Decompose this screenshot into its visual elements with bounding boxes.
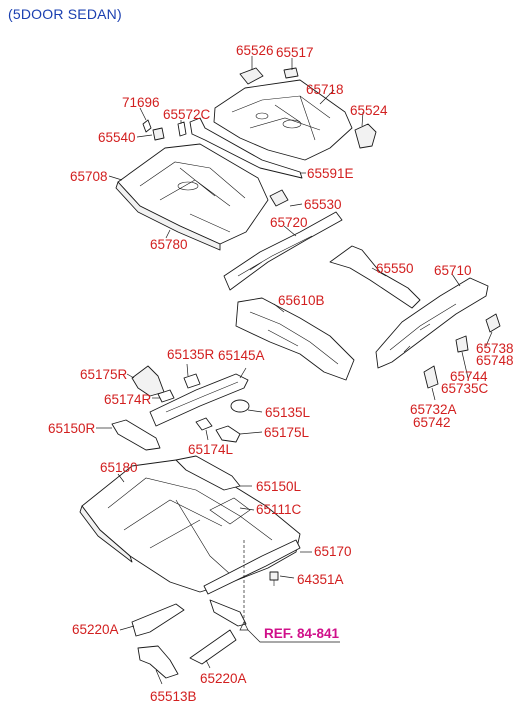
label-65742: 65742	[413, 415, 451, 430]
label-65220A-left: 65220A	[72, 622, 119, 637]
label-65145A: 65145A	[218, 348, 265, 363]
label-65738: 65738	[476, 341, 514, 356]
bolt-64351A	[269, 571, 279, 586]
label-65150L: 65150L	[256, 479, 302, 494]
label-65111C: 65111C	[256, 502, 302, 517]
label-65524: 65524	[350, 103, 388, 118]
label-65748: 65748	[476, 353, 514, 368]
label-65710: 65710	[434, 263, 472, 278]
label-65175R: 65175R	[80, 367, 128, 382]
label-65174L: 65174L	[188, 442, 234, 457]
label-65732A: 65732A	[410, 402, 457, 417]
label-65135R: 65135R	[167, 347, 215, 362]
label-65735C: 65735C	[441, 381, 489, 396]
diagram-title: (5DOOR SEDAN)	[8, 6, 122, 22]
label-65526: 65526	[236, 43, 274, 58]
label-65135L: 65135L	[265, 405, 311, 420]
label-65610B: 65610B	[278, 293, 325, 308]
label-65175L: 65175L	[264, 425, 310, 440]
label-65720: 65720	[270, 215, 308, 230]
seat-cross-member	[111, 365, 250, 451]
label-65572C: 65572C	[163, 107, 211, 122]
front-side-member	[329, 245, 501, 389]
label-65517: 65517	[276, 45, 314, 60]
label-65174R: 65174R	[104, 392, 152, 407]
center-floor-panel	[115, 143, 289, 251]
label-65540: 65540	[98, 130, 136, 145]
label-65591E: 65591E	[307, 166, 354, 181]
label-65513B: 65513B	[150, 689, 197, 704]
label-65718: 65718	[306, 82, 344, 97]
label-71696: 71696	[122, 95, 160, 110]
reference-link[interactable]: REF. 84-841	[264, 626, 340, 641]
cross-member-65610B	[235, 297, 355, 381]
label-65744: 65744	[450, 369, 488, 384]
label-65180: 65180	[100, 460, 138, 475]
label-65220A-bottom: 65220A	[200, 671, 247, 686]
label-64351A: 64351A	[297, 572, 344, 587]
label-65708: 65708	[70, 169, 108, 184]
label-65150R: 65150R	[48, 421, 96, 436]
label-65530: 65530	[304, 197, 342, 212]
label-65550: 65550	[376, 261, 414, 276]
rear-small-parts	[142, 117, 303, 179]
front-floor-panel	[79, 455, 301, 595]
label-65780: 65780	[150, 237, 188, 252]
label-65170: 65170	[314, 544, 352, 559]
side-member-65720	[223, 211, 343, 291]
leader-lines	[96, 56, 493, 685]
lower-brackets	[131, 599, 247, 679]
